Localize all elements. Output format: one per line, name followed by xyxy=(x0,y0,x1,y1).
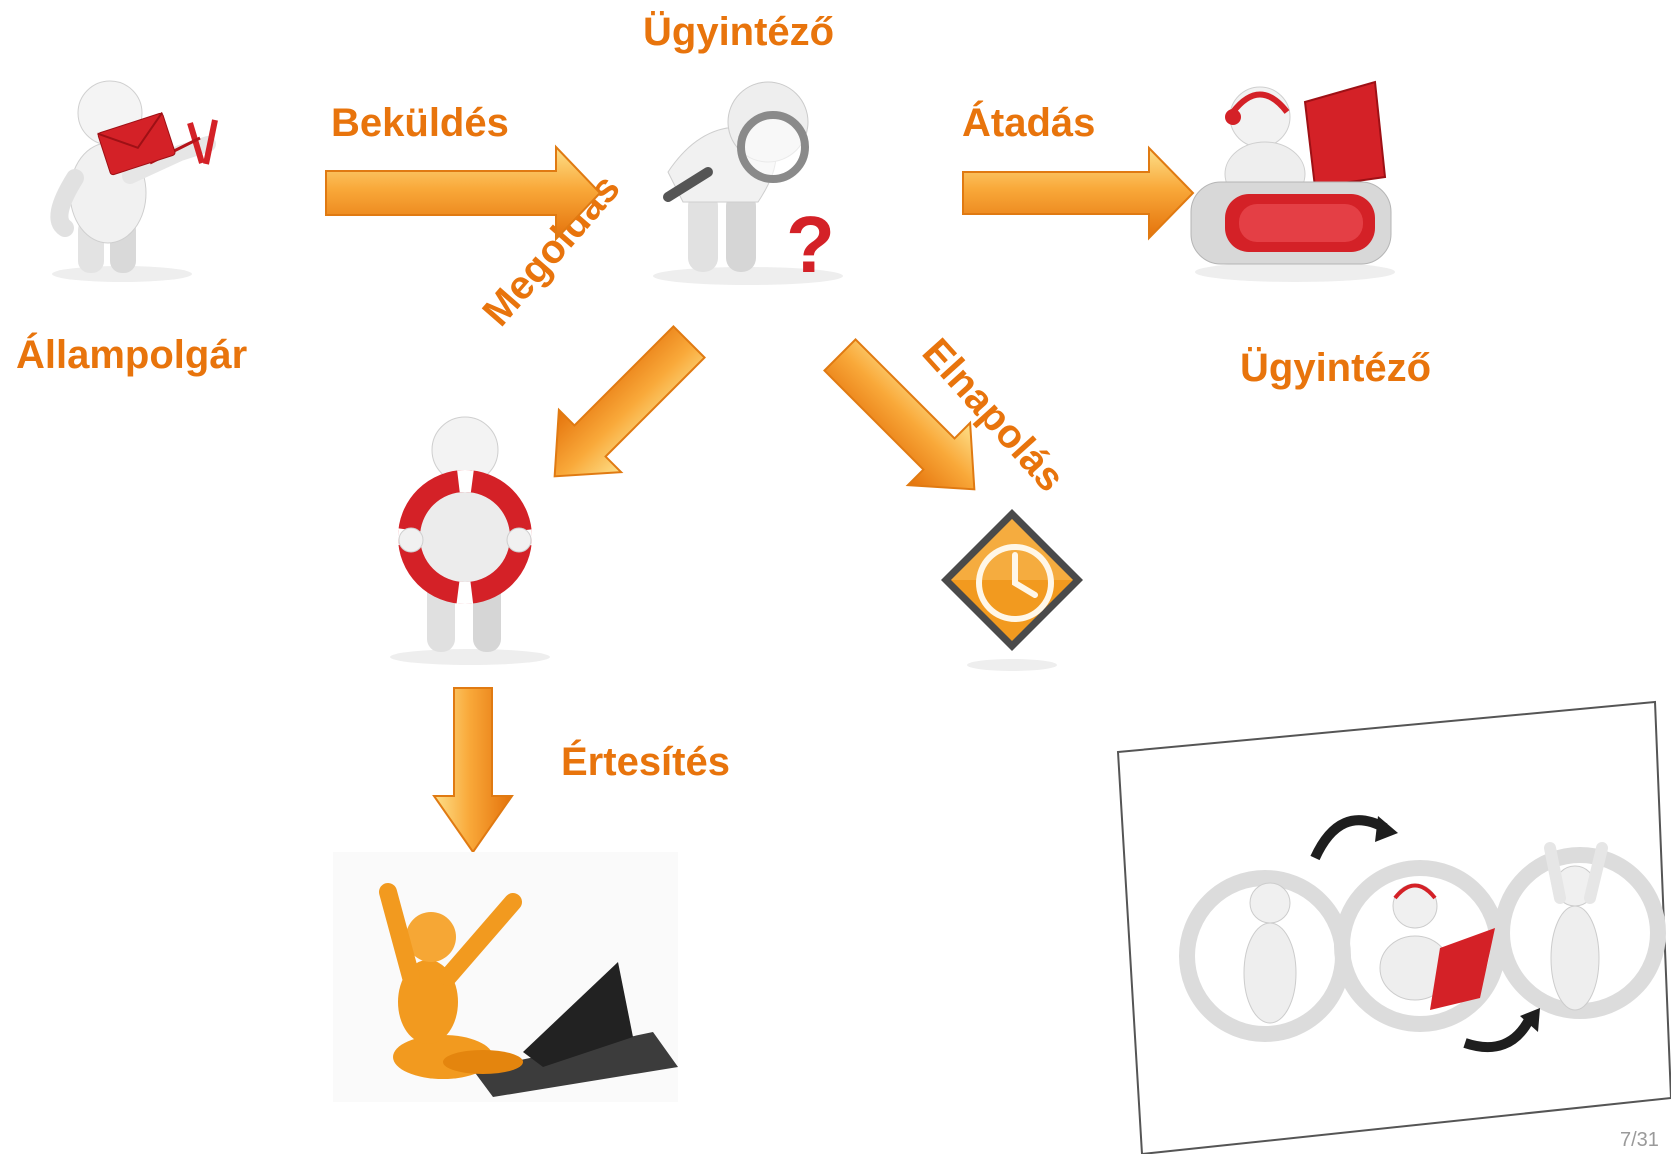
officer-top-label: Ügyintéző xyxy=(643,10,835,54)
person-slingshot-envelope-icon xyxy=(50,80,218,282)
handover-arrow xyxy=(962,145,1195,241)
person-magnifier-question-icon: ? xyxy=(653,81,843,289)
postpone-arrow xyxy=(823,338,976,491)
page-number: 7/31 xyxy=(1620,1129,1659,1151)
operator-headset-desk-icon xyxy=(1190,80,1395,282)
notify-arrow xyxy=(432,687,514,854)
citizen-label: Állampolgár xyxy=(16,333,248,377)
officer-right-label: Ügyintéző xyxy=(1240,346,1432,390)
person-lifebuoy-icon xyxy=(390,416,550,665)
workflow-thumbnail-icon xyxy=(1116,700,1671,1154)
notify-step-label: Értesítés xyxy=(561,740,730,784)
submit-step-label: Beküldés xyxy=(331,101,509,145)
clock-diamond-sign-icon xyxy=(941,509,1083,671)
svg-text:?: ? xyxy=(786,200,835,289)
submit-arrow xyxy=(325,144,602,242)
solution-arrow xyxy=(553,325,706,478)
happy-person-laptop-icon xyxy=(333,852,678,1102)
handover-step-label: Átadás xyxy=(962,101,1096,145)
